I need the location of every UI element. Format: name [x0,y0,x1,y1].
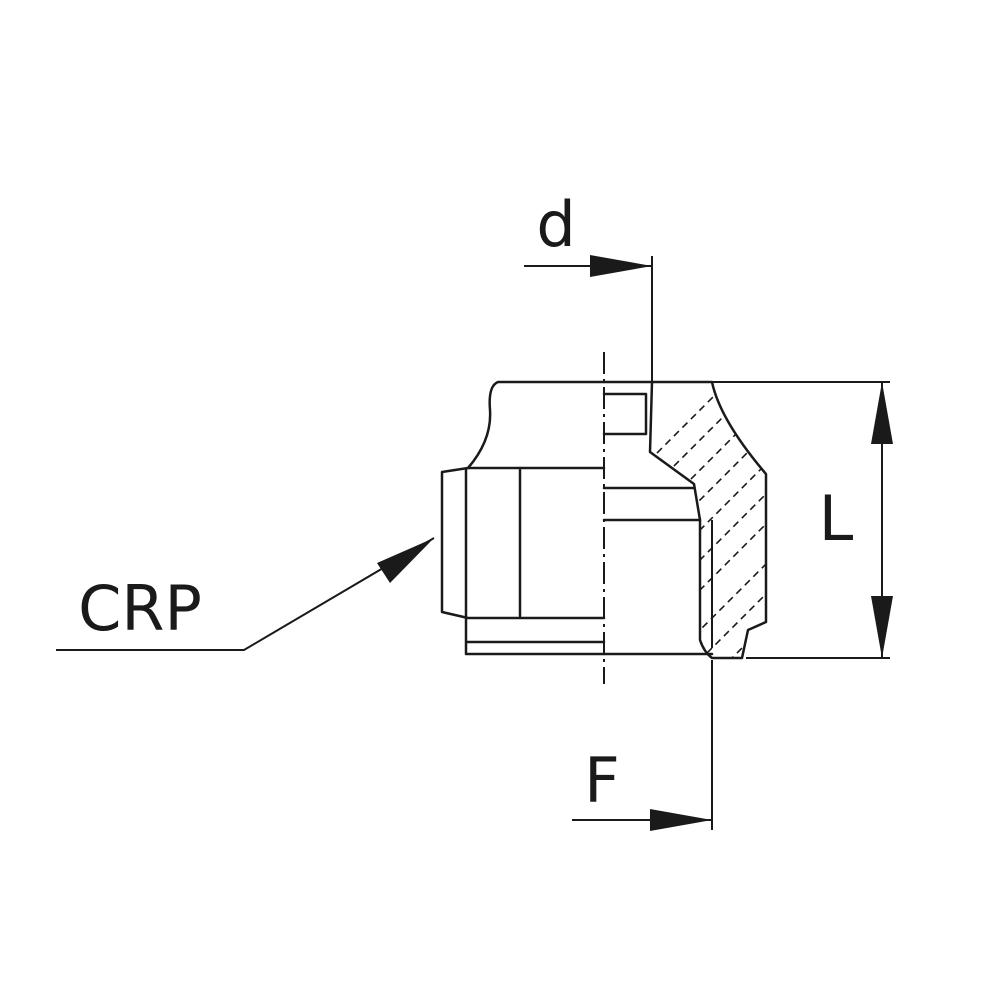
section-outline [648,380,768,660]
cap-left-outline [466,380,606,470]
section-view [602,380,768,660]
F-label: F [584,744,620,817]
F-arrowhead [650,809,712,831]
part-arrowhead [377,538,434,583]
d-arrowhead [590,255,652,277]
L-arrowhead-bottom [871,596,893,658]
dimension-F: F [572,660,713,831]
part-callout: CRP [56,537,435,651]
dimension-d: d [524,188,653,382]
L-label: L [819,482,854,555]
L-arrowhead-top [871,382,893,444]
dimension-L: L [712,381,893,659]
part-leader-line [56,537,435,651]
d-label: d [536,188,575,261]
collar-outline [464,616,606,656]
bore-step [602,392,648,436]
exterior-view [440,380,606,656]
hex-nut-body [440,466,606,620]
part-label: CRP [78,572,202,645]
